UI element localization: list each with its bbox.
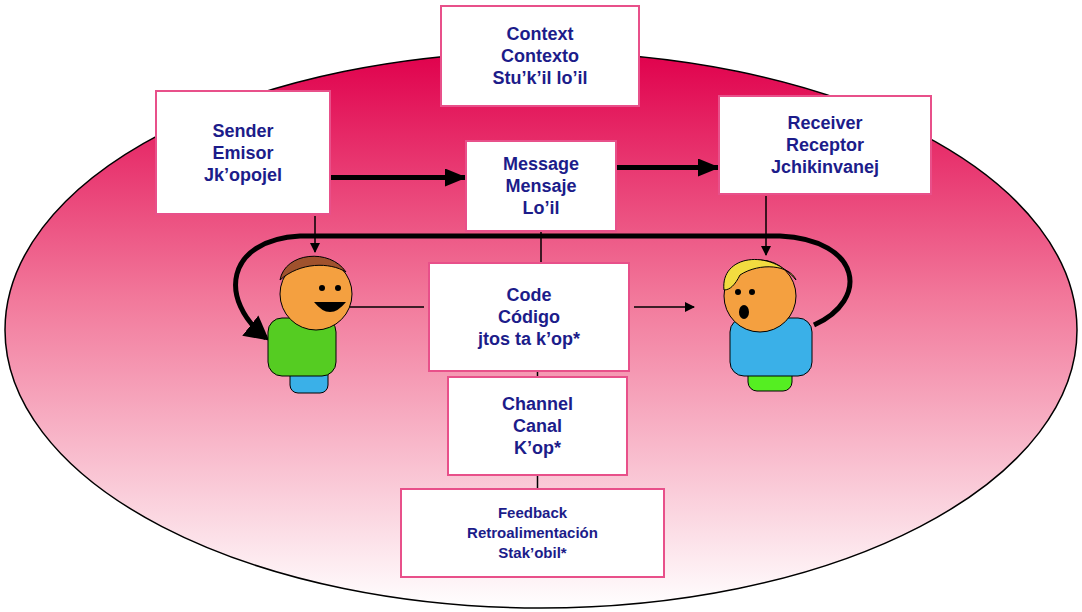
flow-line <box>634 306 694 308</box>
receiver-box: ReceiverReceptorJchikinvanej <box>718 95 932 195</box>
flow-arrow <box>331 175 465 180</box>
node-text: Contexto <box>501 45 579 67</box>
code-box: CodeCódigojtos ta k’op* <box>428 262 630 372</box>
connector-line <box>540 232 542 262</box>
node-text: Stu’k’il lo’il <box>492 67 587 89</box>
node-text: Feedback <box>498 503 567 523</box>
node-text: jtos ta k’op* <box>478 328 580 350</box>
pointer-line <box>765 196 767 255</box>
node-text: Channel <box>502 393 573 415</box>
loop-arrow <box>236 236 850 338</box>
message-box: MessageMensajeLo’il <box>465 140 617 232</box>
node-text: Sender <box>212 120 273 142</box>
node-text: Retroalimentación <box>467 523 598 543</box>
channel-box: ChannelCanalK’op* <box>447 376 628 476</box>
node-text: K’op* <box>514 437 561 459</box>
node-text: Jk’opojel <box>204 164 282 186</box>
node-text: Context <box>507 23 574 45</box>
sender-box: SenderEmisorJk’opojel <box>155 90 331 215</box>
node-text: Código <box>498 306 560 328</box>
flow-arrow <box>617 165 718 170</box>
sender-person <box>268 256 352 393</box>
node-text: Canal <box>513 415 562 437</box>
node-text: Mensaje <box>505 175 576 197</box>
node-text: Jchikinvanej <box>771 156 879 178</box>
flow-line <box>348 306 424 308</box>
node-text: Code <box>507 284 552 306</box>
node-text: Message <box>503 153 579 175</box>
pointer-line <box>314 216 316 252</box>
node-text: Emisor <box>212 142 273 164</box>
context-ellipse <box>5 52 1077 608</box>
context-box: ContextContextoStu’k’il lo’il <box>440 5 640 107</box>
node-text: Receiver <box>787 112 862 134</box>
node-text: Stak’obil* <box>498 543 566 563</box>
feedback-box: FeedbackRetroalimentaciónStak’obil* <box>400 488 665 578</box>
connector-line <box>537 476 539 488</box>
receiver-person <box>724 259 812 391</box>
node-text: Lo’il <box>523 197 560 219</box>
node-text: Receptor <box>786 134 864 156</box>
